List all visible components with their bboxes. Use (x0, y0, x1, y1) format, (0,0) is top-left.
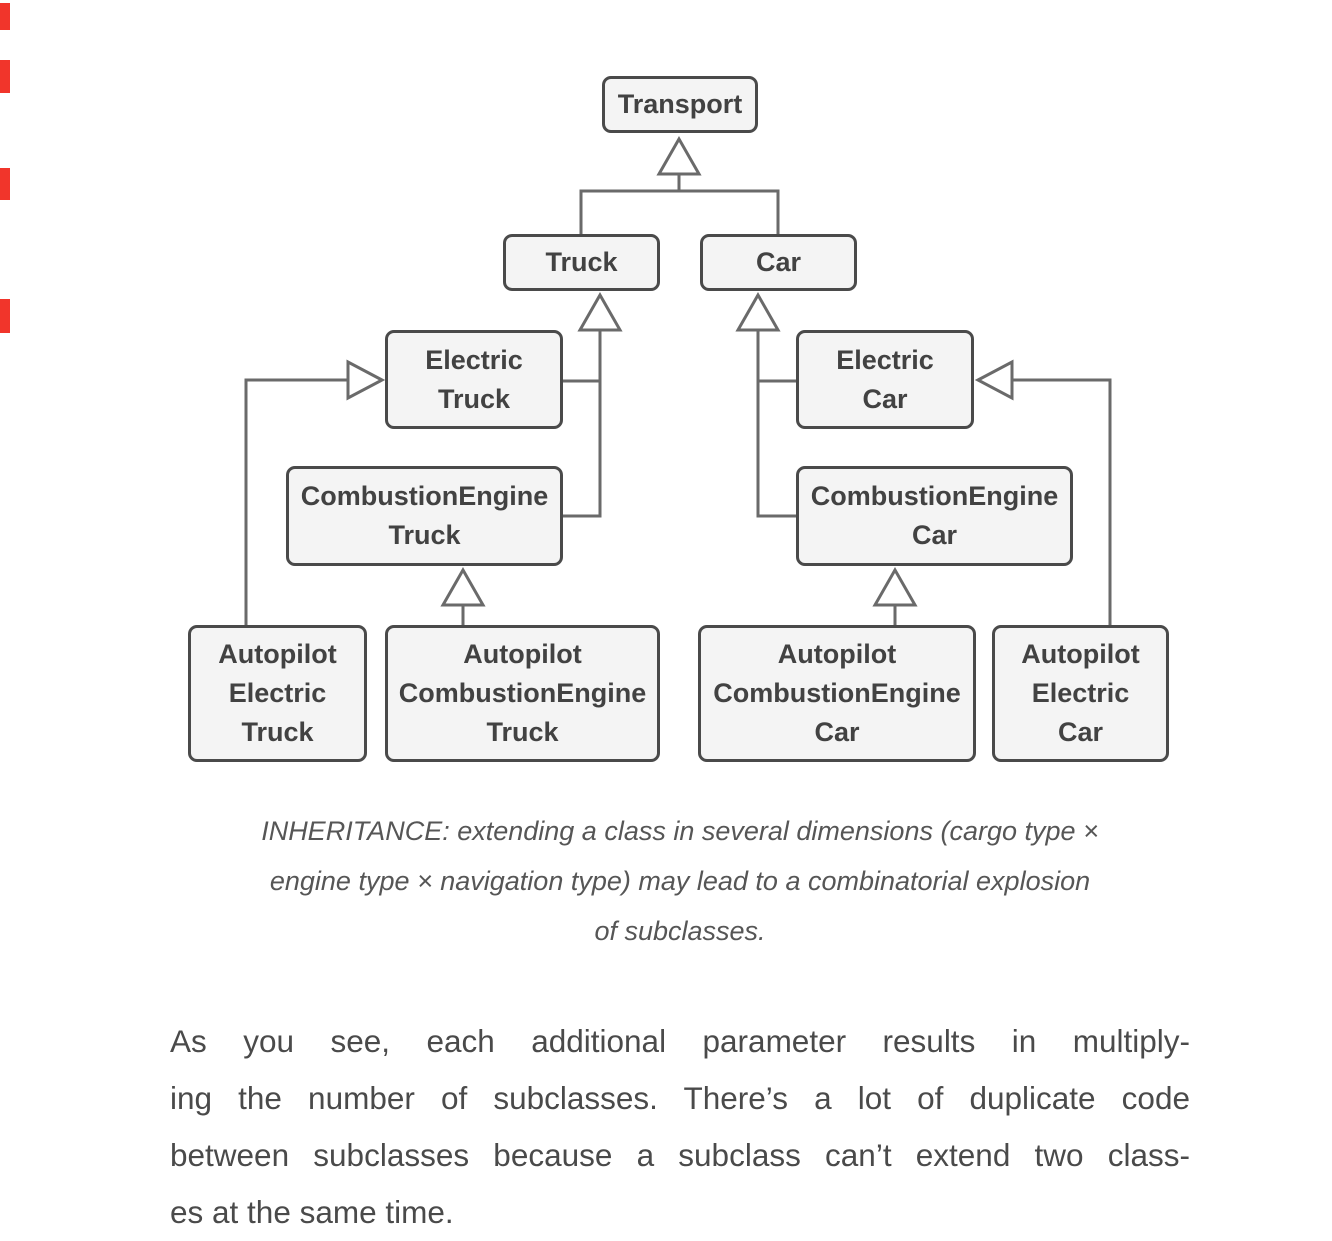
class-box-label: Car (814, 717, 860, 747)
figure-caption: INHERITANCE: extending a class in severa… (156, 806, 1204, 956)
red-edge-marker (0, 299, 10, 333)
class-box-combustionengine-truck: CombustionEngine Truck (286, 466, 563, 566)
class-box-label: Electric (1031, 678, 1130, 708)
class-box-label: Transport (617, 89, 743, 119)
figure-caption-line: of subclasses. (594, 916, 766, 946)
class-box-label: CombustionEngine (300, 481, 549, 511)
red-edge-marker (0, 60, 10, 93)
inheritance-diagram: Transport Truck Car Electric Truck Elect… (188, 76, 1169, 762)
class-box-electric-truck: Electric Truck (385, 330, 563, 429)
figure-caption-line: INHERITANCE: extending a class in severa… (261, 816, 1099, 846)
class-box-label: Electric (425, 344, 523, 375)
connector-line (1011, 378, 1112, 626)
class-box-label: Electric (836, 344, 934, 375)
inheritance-arrow-icon (735, 291, 781, 332)
class-box-label: Autopilot (218, 639, 337, 669)
connector-line (579, 189, 780, 235)
class-box-label: Truck (437, 383, 511, 414)
class-box-label: Car (911, 520, 958, 550)
class-box-autopilot-combustionengine-car: Autopilot CombustionEngine Car (698, 625, 976, 762)
class-box-label: CombustionEngine (713, 678, 961, 708)
paragraph-line: es at the same time. (170, 1194, 454, 1230)
class-box-label: Truck (545, 247, 618, 277)
connector-line (756, 329, 796, 518)
class-box-combustionengine-car: CombustionEngine Car (796, 466, 1073, 566)
class-box-car: Car (700, 234, 857, 291)
class-box-electric-car: Electric Car (796, 330, 974, 429)
connector-line (244, 378, 349, 626)
inheritance-arrow-icon (656, 135, 702, 176)
class-box-label: CombustionEngine (810, 481, 1059, 511)
class-box-label: Electric (228, 678, 327, 708)
connector-line (563, 329, 602, 518)
class-box-autopilot-combustionengine-truck: Autopilot CombustionEngine Truck (385, 625, 660, 762)
red-edge-marker (0, 3, 10, 30)
class-box-autopilot-electric-truck: Autopilot Electric Truck (188, 625, 367, 762)
connector-lines (244, 135, 1112, 626)
class-box-label: Car (1057, 717, 1104, 747)
paragraph: As you see, each additional parameter re… (170, 1013, 1190, 1241)
paragraph-line: As you see, each additional parameter re… (170, 1023, 1190, 1059)
class-box-label: Car (862, 383, 908, 414)
class-box-label: Autopilot (463, 639, 582, 669)
class-box-label: Truck (241, 717, 314, 747)
class-box-transport: Transport (602, 76, 758, 133)
class-box-label: Truck (388, 520, 461, 550)
class-box-label: CombustionEngine (398, 678, 647, 708)
inheritance-arrow-icon (577, 291, 623, 332)
paragraph-line: ing the number of subclasses. There’s a … (170, 1080, 1190, 1116)
inheritance-arrow-icon (974, 359, 1014, 401)
red-edge-marker (0, 168, 10, 200)
class-box-label: Autopilot (1021, 639, 1140, 669)
figure-caption-line: engine type × navigation type) may lead … (269, 866, 1091, 896)
class-box-truck: Truck (503, 234, 660, 291)
class-box-label: Autopilot (777, 639, 897, 669)
inheritance-arrow-icon (440, 566, 486, 607)
class-box-label: Truck (486, 717, 559, 747)
class-box-autopilot-electric-car: Autopilot Electric Car (992, 625, 1169, 762)
paragraph-line: between subclasses because a subclass ca… (170, 1137, 1190, 1173)
class-box-label: Car (755, 247, 802, 277)
inheritance-arrow-icon (346, 359, 386, 401)
inheritance-arrow-icon (872, 566, 918, 607)
